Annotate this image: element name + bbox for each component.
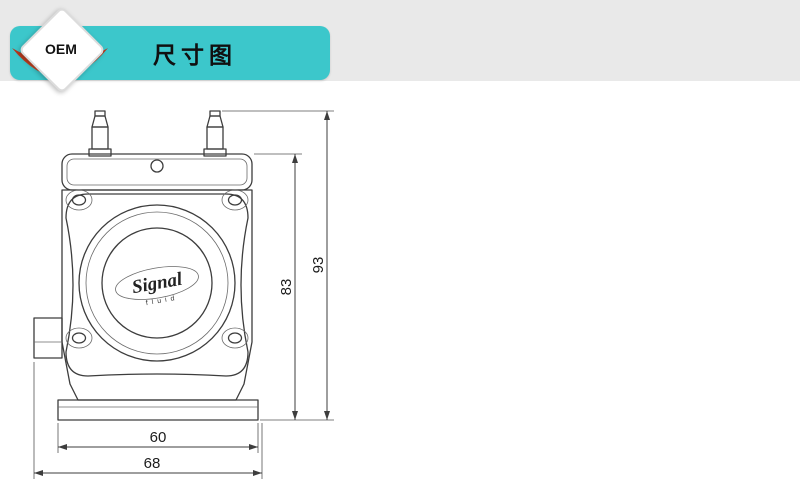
dim-label-60: 60: [150, 429, 167, 446]
extension-lines: [33, 110, 334, 479]
title-banner: 尺寸图: [10, 26, 330, 80]
pump-top-cap: [61, 153, 253, 191]
pump-body: [61, 189, 253, 401]
logo-swoosh-icon: [115, 266, 199, 300]
mounting-hole: [71, 194, 87, 206]
mounting-hole: [227, 194, 243, 206]
oem-badge-label: OEM: [45, 41, 77, 57]
header-strip: 尺寸图 OEM: [0, 0, 800, 94]
mounting-hole: [71, 332, 87, 344]
mounting-hole: [227, 332, 243, 344]
dim-base-width: 60: [58, 429, 258, 450]
pump-faceplate: [65, 189, 249, 377]
pump-head-circle: [78, 204, 236, 362]
pump-fitting-left: [88, 110, 112, 157]
pump-base: [57, 399, 259, 421]
dim-overall-height: 93: [310, 111, 330, 420]
signal-logo: Signal fluid: [115, 266, 199, 308]
dim-overall-width: 68: [34, 455, 262, 476]
left-bracket: [33, 317, 63, 359]
pump-fitting-right: [203, 110, 227, 157]
dim-label-68: 68: [144, 455, 161, 472]
dim-label-93: 93: [310, 257, 327, 274]
dim-label-83: 83: [278, 279, 295, 296]
banner-title: 尺寸图: [153, 42, 237, 68]
top-screw-hole: [150, 159, 164, 173]
logo-subtext: fluid: [145, 295, 179, 308]
dim-body-height: 83: [278, 154, 298, 420]
